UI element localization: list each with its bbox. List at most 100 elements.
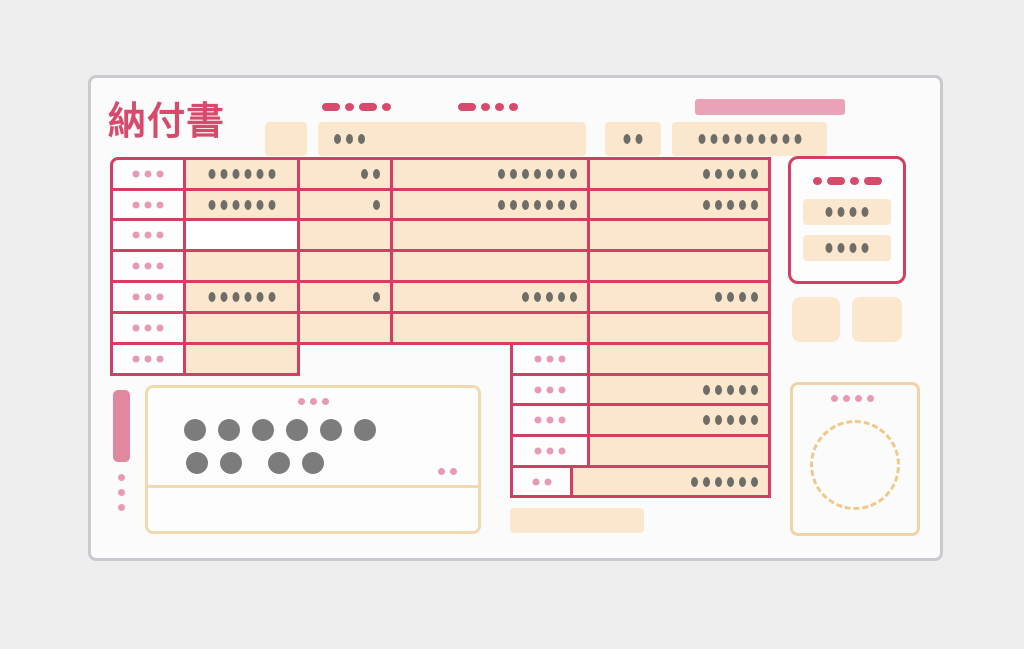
dot-mark — [837, 243, 845, 253]
table-cell — [297, 280, 393, 314]
dot-marks — [132, 355, 164, 363]
dot-mark — [727, 292, 734, 302]
table-cell — [587, 311, 771, 345]
table-cell — [587, 434, 771, 468]
dot-mark — [698, 134, 705, 144]
dot-mark — [703, 415, 710, 425]
dot-mark — [132, 201, 140, 208]
dot-mark — [144, 262, 152, 270]
dot-mark — [635, 134, 643, 144]
dot-mark — [715, 476, 722, 487]
dot-mark — [144, 201, 152, 208]
table-cell — [587, 403, 771, 437]
dot-mark — [546, 199, 553, 210]
dot-mark — [458, 103, 476, 111]
dot-marks — [334, 134, 365, 144]
dot-mark — [727, 199, 734, 210]
dot-mark — [794, 134, 801, 144]
dot-mark — [322, 398, 329, 405]
dot-mark — [298, 398, 305, 405]
table-cell — [587, 280, 771, 314]
dot-mark — [358, 134, 365, 144]
table-cell — [110, 218, 186, 252]
dot-marks — [438, 468, 457, 475]
dot-mark — [867, 395, 874, 402]
table-cell — [587, 188, 771, 221]
dot-mark — [864, 177, 882, 185]
dot-mark — [268, 199, 275, 210]
dot-mark — [220, 199, 227, 210]
dot-mark — [558, 386, 566, 393]
table-cell — [390, 280, 590, 314]
dot-marks — [268, 452, 324, 474]
dot-mark — [286, 419, 308, 441]
dot-mark — [861, 243, 869, 253]
dot-mark — [232, 292, 239, 302]
dot-mark — [252, 419, 274, 441]
dot-mark — [751, 476, 758, 487]
dot-mark — [782, 134, 789, 144]
dot-marks — [373, 199, 380, 210]
table-cell — [110, 157, 186, 191]
dot-mark — [218, 419, 240, 441]
dot-mark — [256, 169, 263, 179]
stamp-circle — [810, 420, 900, 510]
dot-marks — [698, 134, 801, 144]
dot-mark — [623, 134, 631, 144]
dot-mark — [734, 134, 741, 144]
table-cell — [587, 218, 771, 252]
dot-mark — [382, 103, 391, 111]
dot-mark — [715, 415, 722, 425]
table-cell — [510, 434, 590, 468]
summary-box — [788, 156, 906, 284]
dot-marks — [498, 169, 577, 179]
dot-marks — [534, 355, 566, 363]
dot-mark — [132, 293, 140, 301]
dot-marks — [825, 243, 869, 253]
dot-mark — [220, 292, 227, 302]
dot-mark — [438, 468, 445, 475]
table-cell — [110, 249, 186, 283]
dot-marks — [186, 452, 242, 474]
dot-mark — [144, 231, 152, 239]
dot-mark — [132, 355, 140, 363]
dot-mark — [244, 292, 251, 302]
dot-mark — [373, 169, 380, 179]
dot-mark — [220, 169, 227, 179]
dot-mark — [509, 103, 518, 111]
dot-mark — [534, 292, 541, 302]
dot-marks — [825, 207, 869, 217]
table-cell — [510, 403, 590, 437]
dot-mark — [359, 103, 377, 111]
dot-marks — [522, 292, 577, 302]
dot-mark — [546, 292, 553, 302]
dot-mark — [703, 384, 710, 395]
dot-marks — [132, 324, 164, 332]
dot-mark — [715, 384, 722, 395]
dot-mark — [849, 243, 857, 253]
dot-mark — [546, 416, 554, 424]
dot-mark — [546, 355, 554, 363]
table-cell — [587, 373, 771, 406]
dot-mark — [156, 231, 164, 239]
dot-marks — [703, 384, 758, 395]
dot-mark — [546, 169, 553, 179]
dot-mark — [522, 199, 529, 210]
dot-mark — [739, 292, 746, 302]
dot-marks — [298, 398, 329, 405]
dot-mark — [751, 169, 758, 179]
field-box — [852, 297, 902, 342]
table-cell — [510, 465, 573, 498]
payer-box — [145, 385, 481, 534]
dot-marks — [831, 395, 874, 402]
dot-marks — [532, 478, 551, 485]
dot-marks — [715, 292, 758, 302]
table-cell — [183, 342, 300, 376]
dot-mark — [570, 169, 577, 179]
table-cell — [390, 157, 590, 191]
dot-mark — [825, 243, 833, 253]
dot-marks — [691, 476, 758, 487]
dot-marks — [132, 262, 164, 270]
dot-mark — [208, 199, 215, 210]
dot-marks — [534, 386, 566, 393]
